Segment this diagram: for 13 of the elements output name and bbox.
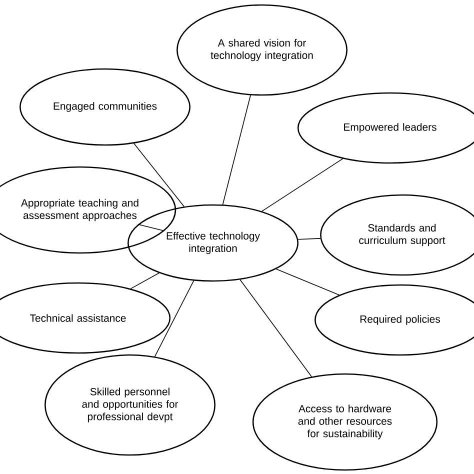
connector-line bbox=[138, 224, 165, 232]
connector-line bbox=[130, 272, 160, 290]
ellipse-node: Skilled personnel and opportunities for professional devpt bbox=[44, 354, 216, 456]
connector-line bbox=[222, 94, 251, 205]
connector-line bbox=[298, 238, 321, 240]
connector-line bbox=[261, 158, 344, 212]
ellipse-node: Access to hardware and other resources for sustainability bbox=[252, 373, 438, 471]
ellipse-node: Engaged communities bbox=[20, 68, 190, 146]
connector-line bbox=[276, 268, 340, 296]
connector-line bbox=[240, 279, 312, 378]
ellipse-node: A shared vision for technology integration bbox=[176, 4, 348, 96]
connector-line bbox=[134, 142, 185, 208]
connector-line bbox=[154, 280, 194, 357]
